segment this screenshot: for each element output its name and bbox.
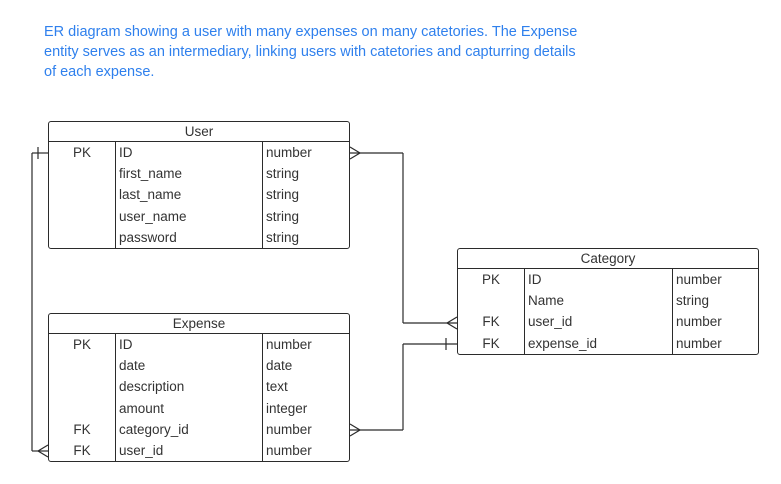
caption-line-3: of each expense.	[44, 64, 155, 80]
field-type: number	[262, 418, 349, 440]
field-name: first_name	[115, 163, 262, 185]
field-type: integer	[262, 397, 349, 419]
key-cell	[49, 206, 115, 227]
many-marker-expense	[36, 444, 49, 458]
key-cell	[49, 376, 115, 397]
key-cell: PK	[72, 337, 91, 352]
table-row: Name string	[458, 290, 758, 312]
key-cell	[49, 355, 115, 376]
table-row: FK category_id number	[49, 418, 349, 440]
field-name: user_name	[115, 205, 262, 227]
key-cell: FK	[482, 314, 500, 330]
key-cell: PK	[72, 145, 91, 160]
many-marker-user	[349, 146, 362, 160]
caption-line-1: ER diagram showing a user with many expe…	[44, 24, 578, 40]
field-name: amount	[115, 397, 262, 419]
caption-line-2: entity serves as an intermediary, linkin…	[44, 44, 576, 60]
field-name: user_id	[524, 311, 672, 333]
connector-user-category	[349, 146, 458, 330]
field-name: category_id	[115, 418, 262, 440]
entity-category[interactable]: Category PK ID number Name string FK use…	[457, 248, 759, 355]
field-name: ID	[115, 142, 262, 164]
table-row: PK ID number	[49, 142, 349, 164]
key-cell: FK	[73, 421, 91, 437]
field-type: string	[262, 184, 349, 206]
field-name: last_name	[115, 184, 262, 206]
field-type: number	[672, 311, 758, 333]
table-row: description text	[49, 376, 349, 398]
field-type: number	[262, 439, 349, 462]
key-cell: PK	[481, 272, 500, 287]
field-type: date	[262, 355, 349, 377]
table-row: FK expense_id number	[458, 332, 758, 354]
key-cell	[49, 163, 115, 184]
table-row: password string	[49, 226, 349, 248]
key-cell	[49, 398, 115, 419]
connector-user-expense	[31, 147, 49, 458]
field-type: number	[672, 332, 758, 354]
connector-expense-category	[349, 338, 457, 437]
field-type: string	[262, 163, 349, 185]
field-type: number	[262, 142, 349, 164]
table-row: amount integer	[49, 397, 349, 419]
field-name: expense_id	[524, 332, 672, 354]
many-marker-expense-fk	[349, 423, 362, 437]
entity-expense[interactable]: Expense PK ID number date date descripti…	[48, 313, 350, 462]
table-row: last_name string	[49, 184, 349, 206]
many-marker-category	[445, 316, 458, 330]
entity-title: User	[49, 122, 349, 142]
key-cell: FK	[482, 335, 500, 351]
diagram-caption: ER diagram showing a user with many expe…	[44, 22, 604, 82]
field-type: number	[672, 269, 758, 291]
field-name: ID	[524, 269, 672, 291]
field-name: user_id	[115, 439, 262, 462]
field-name: password	[115, 226, 262, 248]
key-cell	[49, 227, 115, 248]
table-row: FK user_id number	[458, 311, 758, 333]
key-cell	[49, 184, 115, 205]
field-type: string	[262, 205, 349, 227]
table-row: date date	[49, 355, 349, 377]
key-cell	[458, 290, 524, 311]
field-name: description	[115, 376, 262, 398]
table-row: first_name string	[49, 163, 349, 185]
entity-title: Category	[458, 249, 758, 269]
field-type: string	[262, 226, 349, 248]
field-type: text	[262, 376, 349, 398]
table-row: PK ID number	[458, 269, 758, 291]
table-row: user_name string	[49, 205, 349, 227]
field-name: Name	[524, 290, 672, 312]
entity-title: Expense	[49, 314, 349, 334]
entity-user[interactable]: User PK ID number first_name string last…	[48, 121, 350, 249]
key-cell: FK	[73, 442, 91, 458]
field-type: string	[672, 290, 758, 312]
table-row: FK user_id number	[49, 439, 349, 462]
field-name: ID	[115, 334, 262, 356]
field-name: date	[115, 355, 262, 377]
field-type: number	[262, 334, 349, 356]
table-row: PK ID number	[49, 334, 349, 356]
